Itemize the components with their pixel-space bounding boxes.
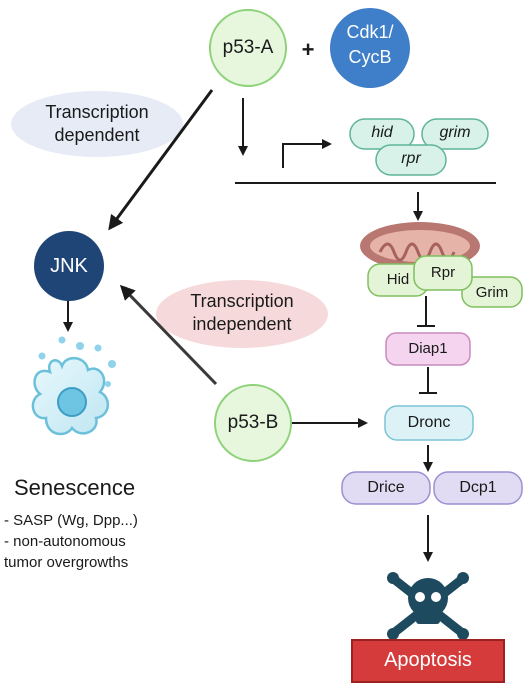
gene-grim-label: grim (439, 124, 471, 141)
plus-sign: + (301, 37, 315, 62)
transcription-start-arrow (282, 139, 332, 168)
arrow-p53a-to-jnk (108, 89, 214, 231)
jnk-label: JNK (50, 255, 88, 277)
senescence-item-3: tumor overgrowths (4, 554, 129, 571)
drice-pill (341, 471, 431, 505)
cycb-label: CycB (348, 47, 392, 67)
gene-grim-pill (421, 118, 489, 150)
dcp1-label: Dcp1 (459, 479, 497, 496)
cdk1-label: Cdk1/ (346, 22, 394, 42)
p53a-node (209, 9, 287, 87)
drice-label: Drice (367, 479, 405, 496)
dronc-label: Dronc (407, 414, 451, 431)
gene-rpr-label: rpr (401, 150, 421, 167)
diap1-label: Diap1 (408, 340, 448, 357)
p53b-node (214, 384, 292, 462)
apoptosis-label: Apoptosis (384, 649, 472, 671)
senescence-title: Senescence (14, 475, 136, 500)
transcription-dependent-bg (11, 91, 183, 157)
transcription-dependent-line2: dependent (54, 125, 140, 145)
cdk1-cycb-node (330, 8, 410, 88)
protein-grim-label: Grim (475, 284, 509, 301)
senescent-cell-icon (31, 336, 116, 436)
diap1-pill (385, 332, 471, 366)
gene-rpr-pill (375, 144, 447, 176)
p53b-label: p53-B (227, 412, 279, 433)
dcp1-pill (433, 471, 523, 505)
jnk-node (34, 231, 104, 301)
transcription-dependent-line1: Transcription (45, 102, 149, 122)
protein-rpr-pill (413, 255, 473, 291)
gene-hid-label: hid (371, 124, 393, 141)
protein-rpr-label: Rpr (430, 264, 456, 281)
skull-crossbones-icon (387, 572, 469, 640)
transcription-independent-line2: independent (192, 314, 292, 334)
arrow-p53b-to-jnk (119, 284, 218, 386)
transcription-independent-line1: Transcription (190, 291, 294, 311)
dronc-pill (384, 405, 474, 441)
protein-grim-pill (461, 276, 523, 308)
transcription-independent-bg (156, 280, 328, 348)
senescence-item-1: - SASP (Wg, Dpp...) (4, 512, 138, 529)
p53a-label: p53-A (222, 37, 274, 58)
apoptosis-box (351, 639, 505, 683)
protein-hid-label: Hid (386, 271, 410, 288)
senescence-item-2: - non-autonomous (4, 533, 126, 550)
